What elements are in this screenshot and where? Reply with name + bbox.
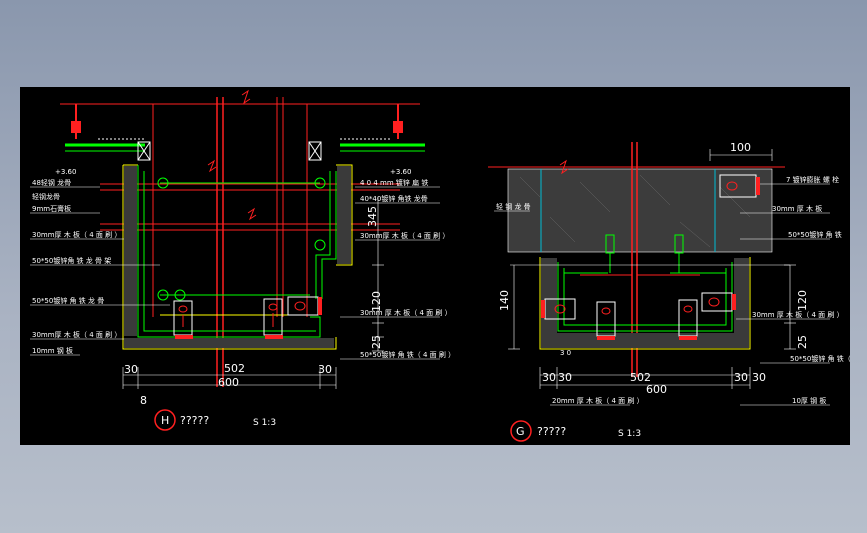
wall-board-left xyxy=(541,258,557,348)
inner-frame xyxy=(557,262,733,332)
detail-marker-circle xyxy=(510,420,532,442)
annotation: 30mm 厚 木 板（ 4 面 刷 ） xyxy=(360,308,452,317)
cad-drawing: 502 600 30 30 8 345 120 25 +3.60 +3.60 4… xyxy=(30,89,850,442)
anchor-bolt-icon xyxy=(605,234,684,273)
wall-board-right xyxy=(734,258,749,348)
annotation: 48轻钢 龙骨 xyxy=(32,178,71,187)
break-symbol xyxy=(241,89,251,105)
dim-120: 120 xyxy=(796,290,809,311)
annotation: 50*50镀锌角 铁 龙 骨 架 xyxy=(32,256,111,265)
wall-board-left xyxy=(124,166,137,336)
cross-box-left xyxy=(137,141,151,161)
detail-marker-circle xyxy=(154,409,176,431)
dim-140: 140 xyxy=(498,290,511,311)
outer-frame xyxy=(122,165,337,350)
annotation: 40*40镀锌 角铁 龙骨 xyxy=(360,194,428,203)
dim-30-left: 30 xyxy=(124,363,138,376)
concrete-slab xyxy=(507,168,773,253)
annotation: 50*50镀锌 角 铁 xyxy=(788,230,842,239)
stone-clamp xyxy=(541,298,576,320)
annotation: 3 0 xyxy=(560,349,571,357)
annotation: 30mm厚 木 板（ 4 面 刷 ） xyxy=(32,330,121,339)
inner-frame-outer xyxy=(137,165,321,338)
outer-frame xyxy=(539,257,751,350)
detail-marker-letter: G xyxy=(516,425,525,438)
annotation: 30mm厚 木 板（ 4 面 刷 ） xyxy=(360,231,449,240)
detail-scale: S 1:3 xyxy=(253,418,276,428)
dim-30: 30 xyxy=(752,371,766,384)
detail-scale: S 1:3 xyxy=(618,429,641,439)
elevation-mark: +3.60 xyxy=(55,168,76,176)
annotation: 10mm 钢 板 xyxy=(32,346,73,355)
annotation: 轻钢龙骨 xyxy=(32,192,60,201)
cad-drawing-canvas: 502 600 30 30 8 345 120 25 +3.60 +3.60 4… xyxy=(20,87,850,445)
dim-600: 600 xyxy=(646,383,667,396)
stone-clamp xyxy=(173,300,193,339)
dim-30: 30 xyxy=(558,371,572,384)
dim-345: 345 xyxy=(366,206,379,227)
stone-clamp xyxy=(263,298,283,339)
leaders-right xyxy=(340,186,440,360)
annotation: 轻 钢 龙 骨 xyxy=(496,202,531,211)
dim-502: 502 xyxy=(224,362,245,375)
dim-100: 100 xyxy=(730,141,751,154)
annotation: 30mm 厚 木 板（ 4 面 刷 ） xyxy=(752,310,844,319)
dimension-lines-g xyxy=(508,264,796,389)
dim-120: 120 xyxy=(370,291,383,312)
stone-clamp xyxy=(701,292,736,312)
annotation: 7 镀锌膨胀 螺 栓 xyxy=(786,175,839,184)
annotation: 30mm厚 木 板（ 4 面 刷 ） xyxy=(32,230,121,239)
elevation-mark: +3.60 xyxy=(390,168,411,176)
dim-502: 502 xyxy=(630,371,651,384)
bolt-icon xyxy=(314,239,326,251)
wall-board-right xyxy=(337,166,351,264)
annotation: 4 0 4 mm 镀锌 扁 铁 xyxy=(360,178,428,187)
leaders-left xyxy=(30,186,170,356)
bolt-icon xyxy=(314,177,326,189)
dim-30: 30 xyxy=(542,371,556,384)
detail-title: ????? xyxy=(180,414,209,427)
dimension-lines-h xyxy=(122,197,384,389)
annotation: 20mm 厚 木 板（ 4 面 刷 ） xyxy=(552,396,644,405)
annotation: 10厚 钢 板 xyxy=(792,396,826,405)
detail-h: 502 600 30 30 8 345 120 25 +3.60 +3.60 4… xyxy=(30,89,455,431)
detail-g: 100 xyxy=(488,141,850,442)
stone-clamp xyxy=(596,301,616,340)
bolt-icon xyxy=(157,289,169,301)
dim-8: 8 xyxy=(140,394,147,407)
dim-30: 30 xyxy=(734,371,748,384)
annotation: 50*50镀锌 角 铁（ 4 面 刷 ） xyxy=(790,354,850,363)
annotation: 9mm石膏板 xyxy=(32,204,71,213)
dim-25: 25 xyxy=(796,335,809,349)
dim-30-right: 30 xyxy=(318,363,332,376)
wall-board-bottom xyxy=(124,338,334,348)
stone-clamp xyxy=(287,296,322,316)
detail-marker-letter: H xyxy=(161,414,169,427)
bolt-icon xyxy=(174,289,186,301)
annotation: 30mm 厚 木 板 xyxy=(772,204,822,213)
annotation: 50*50镀锌 角 铁 龙 骨 xyxy=(32,296,104,305)
dim-600: 600 xyxy=(218,376,239,389)
stone-clamp xyxy=(719,174,760,198)
cross-box-right xyxy=(308,141,322,161)
wall-board-bottom xyxy=(541,333,749,348)
detail-title: ????? xyxy=(537,425,566,438)
dim-25: 25 xyxy=(370,335,383,349)
bolt-icon xyxy=(157,177,169,189)
break-symbol xyxy=(559,159,569,175)
stone-clamp xyxy=(678,299,698,340)
annotation: 50*50镀锌 角 铁（ 4 面 刷 ） xyxy=(360,350,455,359)
